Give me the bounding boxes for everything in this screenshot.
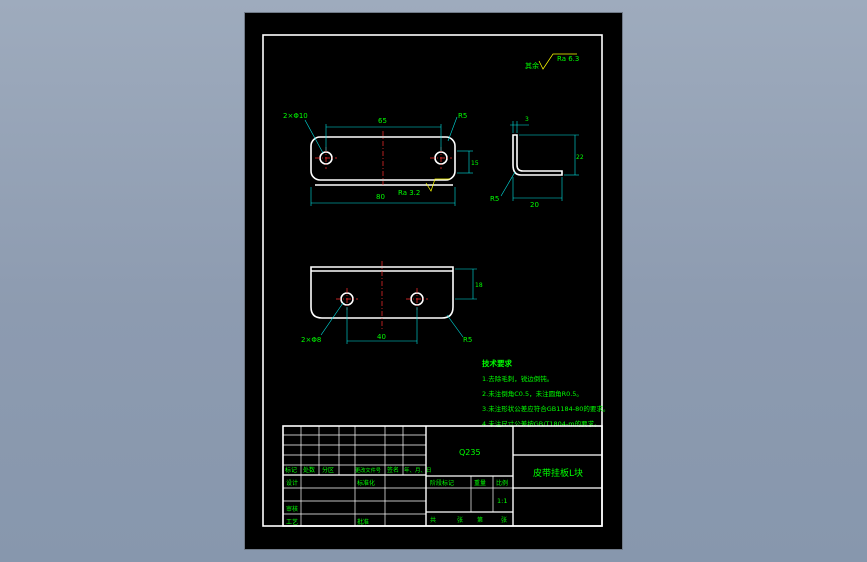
- tb-stage-mark: 阶段标记: [430, 479, 454, 487]
- tb-label-change-doc: 更改文件号: [355, 466, 381, 474]
- tb-scale-value: 1:1: [497, 497, 507, 505]
- front-hole-note: 2×Φ8: [301, 336, 321, 344]
- tb-standardize: 标准化: [357, 479, 375, 487]
- front-height-dim: 18: [475, 282, 483, 289]
- tb-label-mark: 标记: [285, 466, 297, 474]
- tb-review: 审核: [286, 505, 298, 513]
- top-width-dim: 65: [378, 117, 387, 125]
- tb-sheets-total: 共: [430, 516, 436, 524]
- tb-material: Q235: [459, 448, 481, 457]
- tb-approve: 批准: [357, 518, 369, 526]
- cad-drawing: 其余 Ra 6.3 65 80 15 2×Φ10 R5 Ra 3.2: [262, 34, 609, 527]
- tech-req-item-2: 2.未注倒角C0.5，未注圆角R0.5。: [482, 389, 583, 398]
- side-view-profile: [512, 134, 563, 176]
- tb-sheet-no: 第: [477, 516, 483, 524]
- roughness-general: Ra 6.3: [557, 55, 579, 63]
- front-radius-note: R5: [463, 336, 472, 344]
- top-view: 65 80 15 2×Φ10 R5 Ra 3.2: [283, 112, 479, 206]
- title-block: 标记 处数 分区 更改文件号 签名 年、月、日 设计 标准化 审核 工艺 批准 …: [282, 425, 603, 527]
- top-hole-note: 2×Φ10: [283, 112, 308, 120]
- tb-label-date: 年、月、日: [404, 466, 432, 474]
- tech-req-item-4: 4.未注尺寸公差按GB/T1804-m的要求。: [482, 419, 601, 428]
- technical-requirements: 技术要求 1.去除毛刺，锐边倒钝。 2.未注倒角C0.5，未注圆角R0.5。 3…: [482, 358, 609, 428]
- roughness-prefix: 其余: [525, 61, 539, 70]
- side-view: 3 22 20 R5: [490, 116, 584, 209]
- roughness-symbol: [538, 53, 577, 70]
- tb-process: 工艺: [286, 518, 298, 526]
- tech-req-item-1: 1.去除毛刺，锐边倒钝。: [482, 374, 553, 383]
- outer-frame: [262, 34, 603, 527]
- tb-sheets-unit: 张: [457, 516, 463, 524]
- tb-label-zone: 分区: [322, 466, 334, 474]
- drawing-sheet: 其余 Ra 6.3 65 80 15 2×Φ10 R5 Ra 3.2: [245, 13, 622, 549]
- top-view-plate: [310, 136, 456, 181]
- front-view: 18 40 2×Φ8 R5: [301, 261, 483, 344]
- tb-label-sign: 签名: [387, 466, 399, 474]
- tb-weight: 重量: [474, 479, 486, 487]
- top-radius-note: R5: [458, 112, 467, 120]
- side-height-dim: 22: [576, 154, 584, 161]
- top-roughness: Ra 3.2: [398, 189, 420, 197]
- top-height-dim: 15: [471, 160, 479, 167]
- side-width-dim: 20: [530, 201, 539, 209]
- side-thickness-dim: 3: [525, 116, 529, 123]
- tb-sheet-unit2: 张: [501, 516, 507, 524]
- tb-designer: 设计: [286, 479, 298, 487]
- tb-scale: 比例: [496, 479, 508, 487]
- side-radius-note: R5: [490, 195, 499, 203]
- tb-part-name: 皮带挂板L块: [533, 467, 583, 479]
- tech-req-item-3: 3.未注形状公差应符合GB1184-80的要求。: [482, 404, 609, 413]
- tech-req-title: 技术要求: [482, 358, 512, 368]
- front-view-plate: [310, 266, 454, 319]
- top-overall-dim: 80: [376, 193, 385, 201]
- front-pitch-dim: 40: [377, 333, 386, 341]
- tb-label-count: 处数: [303, 466, 315, 474]
